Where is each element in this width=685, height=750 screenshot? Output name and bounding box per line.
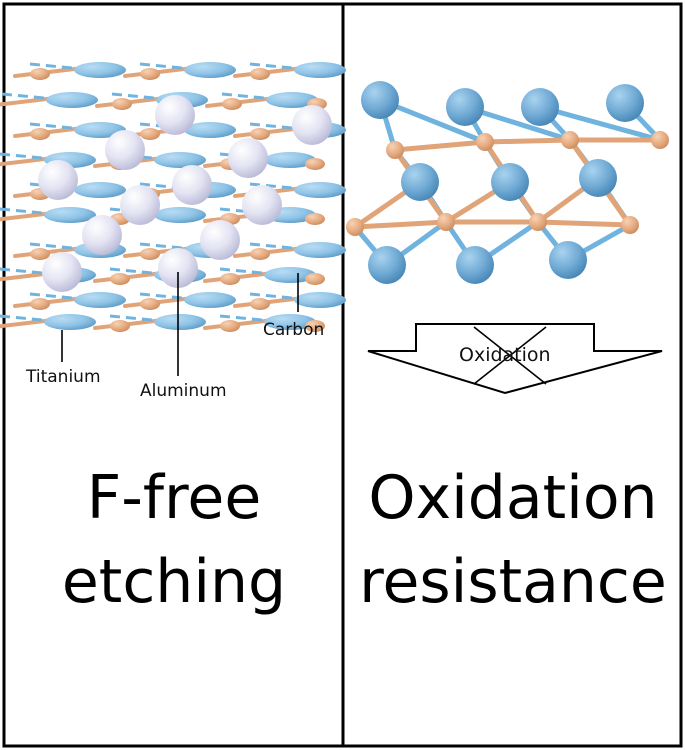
- carbon-atom: [386, 141, 404, 159]
- carbon-atom: [621, 216, 639, 234]
- carbon-atom: [250, 248, 270, 260]
- aluminum-atom: [172, 165, 212, 205]
- c-c-bond: [482, 137, 573, 145]
- left-caption-line1: F-free: [86, 463, 262, 533]
- titanium-atom: [184, 62, 236, 78]
- carbon-atom: [250, 298, 270, 310]
- carbon-atom: [110, 273, 130, 285]
- titanium-atom: [294, 292, 346, 308]
- carbon-atom: [140, 68, 160, 80]
- aluminum-atom: [42, 252, 82, 292]
- carbon-atom: [651, 131, 669, 149]
- mxene-lattice: [346, 81, 669, 284]
- carbon-label: Carbon: [263, 320, 325, 340]
- titanium-atom: [294, 182, 346, 198]
- carbon-atom: [529, 213, 547, 231]
- aluminum-atom: [228, 138, 268, 178]
- aluminum-atom: [200, 220, 240, 260]
- aluminum-atom: [292, 105, 332, 145]
- c-c-bond: [535, 219, 633, 228]
- titanium-atom: [44, 314, 96, 330]
- carbon-atom: [30, 298, 50, 310]
- carbon-atom: [250, 128, 270, 140]
- titanium-atom: [446, 88, 484, 126]
- carbon-atom: [140, 248, 160, 260]
- c-c-bond: [392, 139, 488, 153]
- carbon-atom: [140, 128, 160, 140]
- carbon-atom: [305, 158, 325, 170]
- carbon-atom: [140, 298, 160, 310]
- titanium-atom: [264, 314, 316, 330]
- titanium-atom: [579, 159, 617, 197]
- titanium-atom: [154, 207, 206, 223]
- titanium-atom: [456, 246, 494, 284]
- left-caption-line2: etching: [61, 547, 287, 617]
- aluminum-atom: [120, 185, 160, 225]
- aluminum-atom: [105, 130, 145, 170]
- aluminum-atom: [38, 160, 78, 200]
- titanium-atom: [294, 242, 346, 258]
- titanium-atom: [264, 152, 316, 168]
- carbon-atom: [112, 98, 132, 110]
- titanium-atom: [44, 207, 96, 223]
- carbon-atom: [250, 68, 270, 80]
- carbon-atom: [305, 213, 325, 225]
- carbon-atom: [476, 133, 494, 151]
- titanium-atom: [491, 163, 529, 201]
- c-c-bond: [352, 219, 449, 230]
- carbon-atom: [110, 320, 130, 332]
- titanium-atom: [154, 152, 206, 168]
- aluminum-atom: [158, 248, 198, 288]
- carbon-atom: [220, 273, 240, 285]
- aluminum-atom: [155, 95, 195, 135]
- ti-c-bond: [537, 104, 663, 143]
- right-caption-line2: resistance: [359, 547, 667, 617]
- right-caption-line1: Oxidation: [368, 463, 658, 533]
- titanium-label: Titanium: [26, 367, 101, 387]
- arrow-label: Oxidation: [459, 344, 551, 366]
- titanium-atom: [401, 163, 439, 201]
- aluminum-atom: [82, 215, 122, 255]
- titanium-atom: [264, 267, 316, 283]
- max-phase-structure: [0, 62, 346, 332]
- titanium-atom: [154, 314, 206, 330]
- carbon-atom: [220, 320, 240, 332]
- titanium-atom: [521, 88, 559, 126]
- titanium-atom: [549, 241, 587, 279]
- titanium-atom: [368, 246, 406, 284]
- carbon-atom: [437, 213, 455, 231]
- titanium-atom: [74, 182, 126, 198]
- titanium-atom: [361, 81, 399, 119]
- carbon-atom: [30, 68, 50, 80]
- titanium-atom: [46, 92, 98, 108]
- carbon-atom: [30, 248, 50, 260]
- carbon-atom: [346, 218, 364, 236]
- titanium-atom: [266, 92, 318, 108]
- titanium-atom: [74, 62, 126, 78]
- titanium-atom: [184, 292, 236, 308]
- titanium-atom: [294, 62, 346, 78]
- carbon-atom: [305, 273, 325, 285]
- carbon-atom: [30, 128, 50, 140]
- titanium-atom: [74, 292, 126, 308]
- carbon-atom: [222, 98, 242, 110]
- titanium-atom: [184, 122, 236, 138]
- titanium-atom: [606, 84, 644, 122]
- aluminum-atom: [242, 185, 282, 225]
- carbon-atom: [305, 320, 325, 332]
- carbon-atom: [561, 131, 579, 149]
- cross-mark-icon: [473, 326, 547, 385]
- aluminum-label: Aluminum: [140, 381, 227, 401]
